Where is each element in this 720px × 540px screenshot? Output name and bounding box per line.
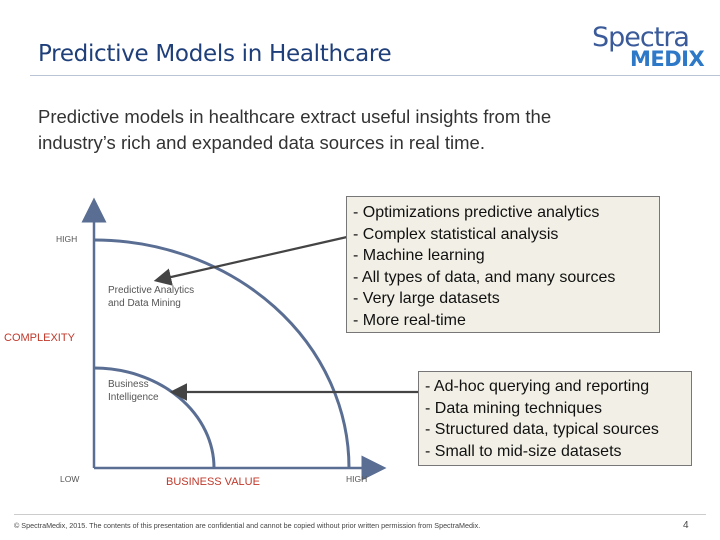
spectramedix-logo: Spectra MEDIX: [592, 22, 705, 71]
callout-item: - Data mining techniques: [425, 399, 602, 417]
y-high-label: HIGH: [56, 234, 77, 244]
callout-item: - Small to mid-size datasets: [425, 442, 622, 460]
slide-title: Predictive Models in Healthcare: [38, 41, 392, 67]
callout-item: - Complex statistical analysis: [353, 225, 559, 243]
business-intelligence-callout: - Ad-hoc querying and reporting - Data m…: [418, 371, 692, 466]
callout-item: - Ad-hoc querying and reporting: [425, 378, 650, 395]
predictive-region-label-line2: and Data Mining: [108, 298, 181, 309]
callout-item: - Structured data, typical sources: [425, 421, 659, 439]
predictive-callout-arrow: [153, 235, 348, 286]
x-high-label: HIGH: [346, 474, 367, 484]
predictive-region-arc: [93, 238, 351, 469]
predictive-region-label-line1: Predictive Analytics: [108, 285, 194, 296]
y-axis-label: COMPLEXITY: [4, 332, 76, 344]
callout-item: - All types of data, and many sources: [353, 268, 616, 286]
callout-item: - More real-time: [353, 311, 466, 329]
footer-copyright: © SpectraMedix, 2015. The contents of th…: [14, 521, 481, 530]
callout-item: - Optimizations predictive analytics: [353, 204, 600, 221]
y-low-label: LOW: [60, 474, 79, 484]
bi-region-label-line2: Intelligence: [108, 392, 159, 403]
footer-divider: [14, 514, 706, 515]
bi-region-label-line1: Business: [108, 379, 149, 390]
intro-paragraph: Predictive models in healthcare extract …: [38, 106, 552, 153]
title-divider: [30, 75, 720, 76]
logo-line1: Spectra: [592, 22, 690, 53]
x-axis-label: BUSINESS VALUE: [166, 476, 260, 488]
callout-item: - Very large datasets: [353, 290, 500, 308]
page-number: 4: [683, 520, 689, 531]
callout-item: - Machine learning: [353, 247, 485, 265]
predictive-analytics-callout: - Optimizations predictive analytics - C…: [346, 196, 660, 333]
logo-line2: MEDIX: [630, 47, 705, 71]
